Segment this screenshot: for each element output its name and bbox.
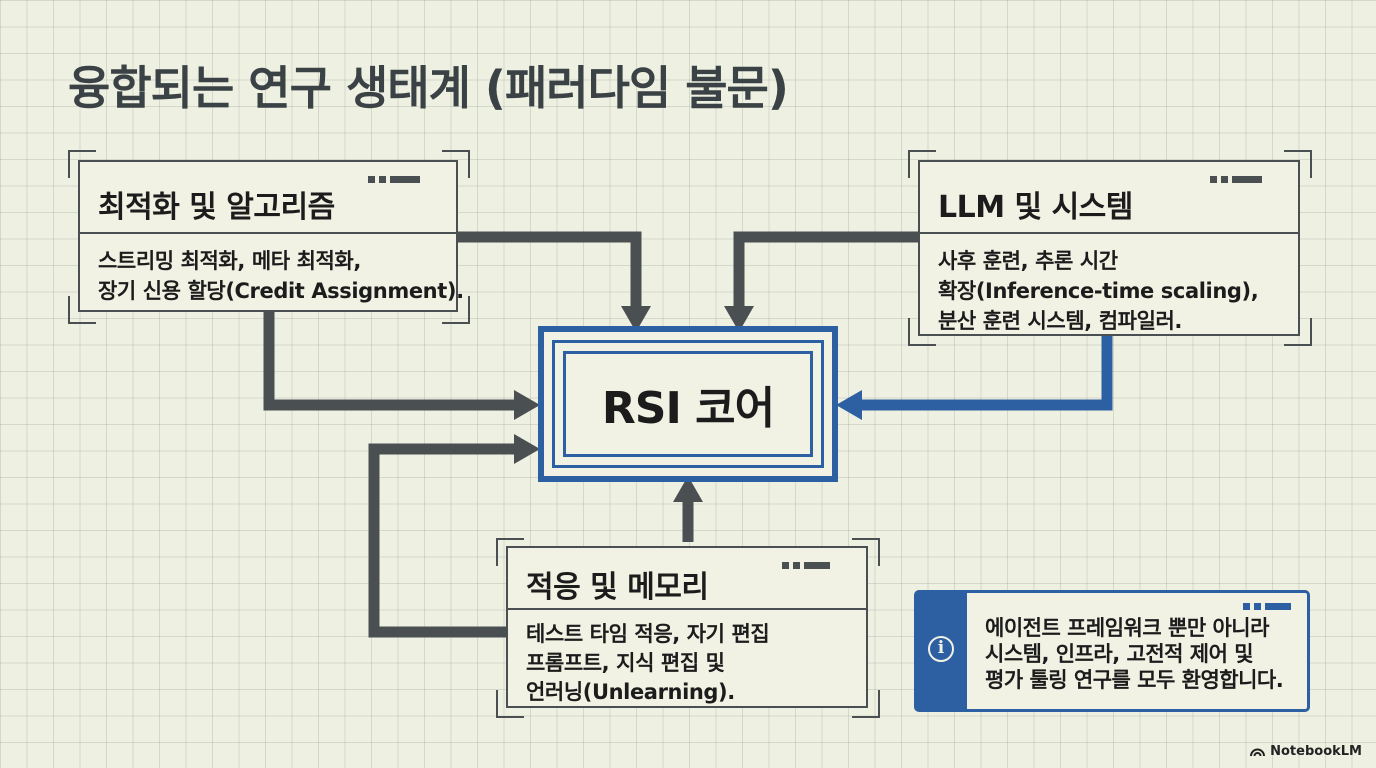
card-header: 최적화 및 알고리즘 bbox=[80, 162, 456, 234]
card-body: 사후 훈련, 추론 시간 확장(Inference-time scaling),… bbox=[920, 234, 1298, 348]
arrow-llm-to-core bbox=[860, 334, 1113, 411]
corner-bracket bbox=[496, 538, 524, 566]
rsi-core-box: RSI 코어 bbox=[538, 326, 838, 482]
card-heading: LLM 및 시스템 bbox=[938, 190, 1133, 225]
arrowhead-top-right bbox=[724, 306, 754, 332]
arrow-optimization-to-core bbox=[263, 311, 520, 411]
card-heading: 최적화 및 알고리즘 bbox=[98, 190, 335, 225]
brand-label: NotebookLM bbox=[1270, 744, 1362, 759]
info-text: 에이전트 프레임워크 뿐만 아니라 시스템, 인프라, 고전적 제어 및 평가 … bbox=[985, 615, 1284, 693]
card-header: LLM 및 시스템 bbox=[920, 162, 1298, 234]
corner-bracket bbox=[908, 318, 936, 346]
brand-watermark: NotebookLM bbox=[1250, 744, 1362, 759]
decoration-dashes bbox=[1210, 176, 1262, 183]
arrow-optimization-top-to-core bbox=[458, 231, 642, 312]
corner-bracket bbox=[908, 150, 936, 178]
card-optimization: 최적화 및 알고리즘 스트리밍 최적화, 메타 최적화, 장기 신용 할당(Cr… bbox=[78, 160, 464, 312]
corner-bracket bbox=[442, 150, 470, 178]
info-band: i bbox=[917, 593, 967, 709]
card-body: 테스트 타임 적응, 자기 편집 프롬프트, 지식 편집 및 언러닝(Unlea… bbox=[508, 610, 866, 719]
card-heading: 적응 및 메모리 bbox=[526, 570, 709, 605]
core-frame: RSI 코어 bbox=[552, 340, 824, 468]
arrow-llm-top-to-core bbox=[733, 231, 918, 312]
info-line: 에이전트 프레임워크 뿐만 아니라 bbox=[985, 616, 1269, 640]
info-callout: i 에이전트 프레임워크 뿐만 아니라 시스템, 인프라, 고전적 제어 및 평… bbox=[914, 590, 1310, 712]
decoration-dashes bbox=[1243, 603, 1291, 610]
corner-bracket bbox=[1284, 150, 1312, 178]
corner-bracket bbox=[68, 296, 96, 324]
decoration-dashes bbox=[782, 562, 830, 569]
card-adaptation: 적응 및 메모리 테스트 타임 적응, 자기 편집 프롬프트, 지식 편집 및 … bbox=[506, 546, 868, 708]
corner-bracket bbox=[852, 538, 880, 566]
notebooklm-logo-icon bbox=[1250, 748, 1266, 757]
arrowhead-top-left bbox=[621, 306, 651, 332]
card-line: 언러닝(Unlearning). bbox=[526, 680, 735, 704]
card-llm: LLM 및 시스템 사후 훈련, 추론 시간 확장(Inference-time… bbox=[918, 160, 1300, 336]
corner-bracket bbox=[852, 690, 880, 718]
arrowhead-left-upper bbox=[514, 434, 540, 464]
card-line: 프롬프트, 지식 편집 및 bbox=[526, 651, 725, 675]
core-label: RSI 코어 bbox=[601, 383, 775, 434]
corner-bracket bbox=[442, 296, 470, 324]
card-line: 분산 훈련 시스템, 컴파일러. bbox=[938, 309, 1183, 333]
core-inner-frame: RSI 코어 bbox=[563, 351, 813, 457]
card-line: 확장(Inference-time scaling), bbox=[938, 279, 1259, 303]
card-line: 테스트 타임 적응, 자기 편집 bbox=[526, 622, 770, 646]
info-line: 시스템, 인프라, 고전적 제어 및 bbox=[985, 642, 1254, 666]
decoration-dashes bbox=[368, 176, 420, 183]
corner-bracket bbox=[68, 150, 96, 178]
card-header: 적응 및 메모리 bbox=[508, 548, 866, 610]
card-line: 장기 신용 할당(Credit Assignment). bbox=[98, 279, 464, 303]
corner-bracket bbox=[1284, 318, 1312, 346]
page-title: 융합되는 연구 생태계 (패러다임 불문) bbox=[68, 61, 789, 115]
info-line: 평가 툴링 연구를 모두 환영합니다. bbox=[985, 668, 1284, 692]
corner-bracket bbox=[496, 690, 524, 718]
arrow-adaptation-loop-to-core bbox=[368, 443, 520, 638]
info-circle-icon: i bbox=[928, 636, 954, 662]
arrowhead-bottom bbox=[673, 476, 703, 502]
card-line: 사후 훈련, 추론 시간 bbox=[938, 249, 1118, 273]
card-body: 스트리밍 최적화, 메타 최적화, 장기 신용 할당(Credit Assign… bbox=[80, 234, 464, 318]
arrowhead-right bbox=[836, 390, 862, 420]
card-line: 스트리밍 최적화, 메타 최적화, bbox=[98, 249, 361, 273]
arrowhead-left-lower bbox=[514, 390, 540, 420]
